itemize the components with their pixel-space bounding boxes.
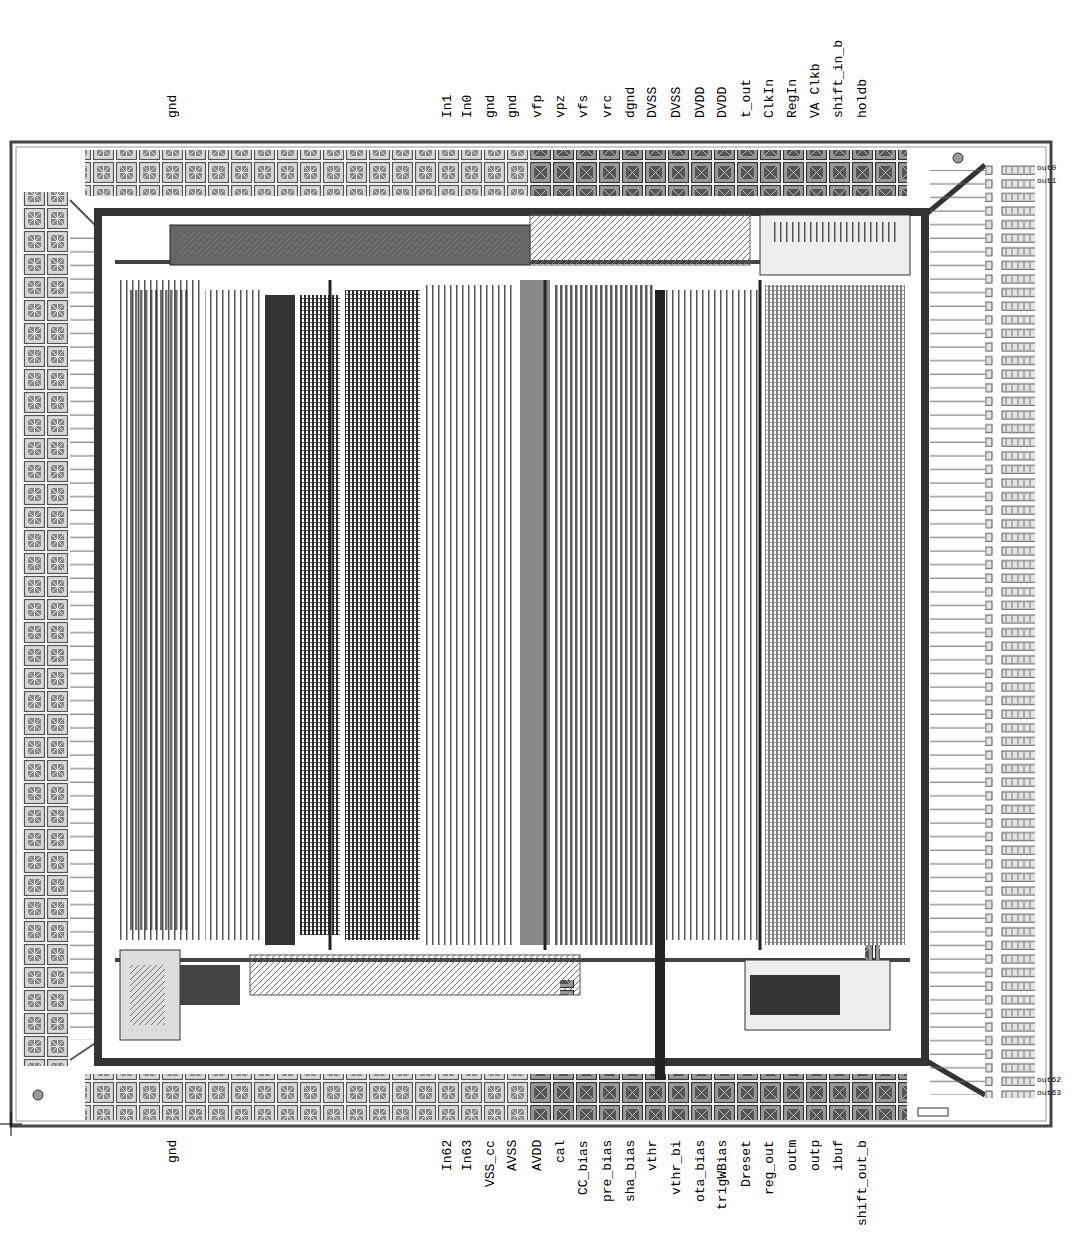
pin-label: t_out	[739, 79, 754, 118]
pin-label: VSS_cc	[483, 1140, 498, 1187]
pad-row	[85, 1074, 531, 1120]
pin-label: dgnd	[623, 87, 638, 118]
pin-label: reg_out	[762, 1140, 777, 1195]
pin-label: VA Clkb	[808, 63, 823, 118]
pin-label: outm	[785, 1140, 800, 1171]
pin-label: outp	[808, 1140, 823, 1171]
bond-wires	[930, 170, 985, 1095]
pin-label: sha_bias	[623, 1140, 638, 1202]
pin-label: vfs	[576, 95, 591, 118]
pad-row	[531, 150, 907, 196]
pin-label: vthr_bi	[669, 1140, 684, 1195]
pin-label: DVSS	[669, 87, 684, 118]
channel-array	[555, 285, 655, 945]
pin-label: DVDD	[693, 87, 708, 118]
pin-label: In62	[440, 1140, 455, 1171]
pin-label: CC_bias	[576, 1140, 591, 1195]
output-pads	[985, 163, 1035, 1098]
pin-label: In1	[440, 95, 455, 118]
pin-label: gnd	[483, 95, 498, 118]
channel-array	[120, 280, 200, 940]
pin-label: DVDD	[715, 87, 730, 118]
pin-label: vrc	[600, 95, 615, 118]
core-ring	[98, 212, 925, 1062]
pin-label: vthr	[645, 1140, 660, 1171]
pin-label: RegIn	[785, 79, 800, 118]
logic-block	[745, 960, 890, 1030]
die-frame	[16, 147, 1046, 1121]
pin-label: trigWBias	[715, 1140, 730, 1210]
pin-label: In63	[460, 1140, 475, 1171]
pad-row	[531, 1074, 907, 1120]
pin-label: gnd	[165, 1140, 180, 1163]
pin-label: Dreset	[739, 1140, 754, 1187]
pin-label: out0	[1037, 163, 1056, 172]
pad-column	[22, 192, 68, 1066]
pin-label: out1	[1037, 176, 1056, 185]
pin-label: vfp	[530, 95, 545, 118]
pin-label: shift_out_b	[855, 1140, 870, 1226]
pin-label: gnd	[505, 95, 520, 118]
logic-block	[170, 225, 530, 265]
channel-array	[345, 290, 420, 940]
pin-label: cal	[553, 1140, 568, 1163]
pin-label: ibuf	[831, 1140, 846, 1171]
pin-label: out62	[1037, 1075, 1061, 1084]
pin-label: gnd	[165, 95, 180, 118]
pin-label: DVSS	[645, 87, 660, 118]
logic-block	[760, 215, 910, 275]
pad-row	[85, 150, 531, 196]
pin-label: holdb	[855, 79, 870, 118]
pin-label: ClkIn	[762, 79, 777, 118]
pin-label: AVDD	[530, 1140, 545, 1171]
pin-label: vpz	[553, 95, 568, 118]
pin-label: out63	[1037, 1088, 1061, 1097]
pin-label: ota_bias	[693, 1140, 708, 1202]
pin-label: pre_bias	[600, 1140, 615, 1202]
pin-label: In0	[460, 95, 475, 118]
pin-label: AVSS	[505, 1140, 520, 1171]
die-frame	[11, 142, 1051, 1126]
pin-label: shift_in_b	[831, 40, 846, 118]
